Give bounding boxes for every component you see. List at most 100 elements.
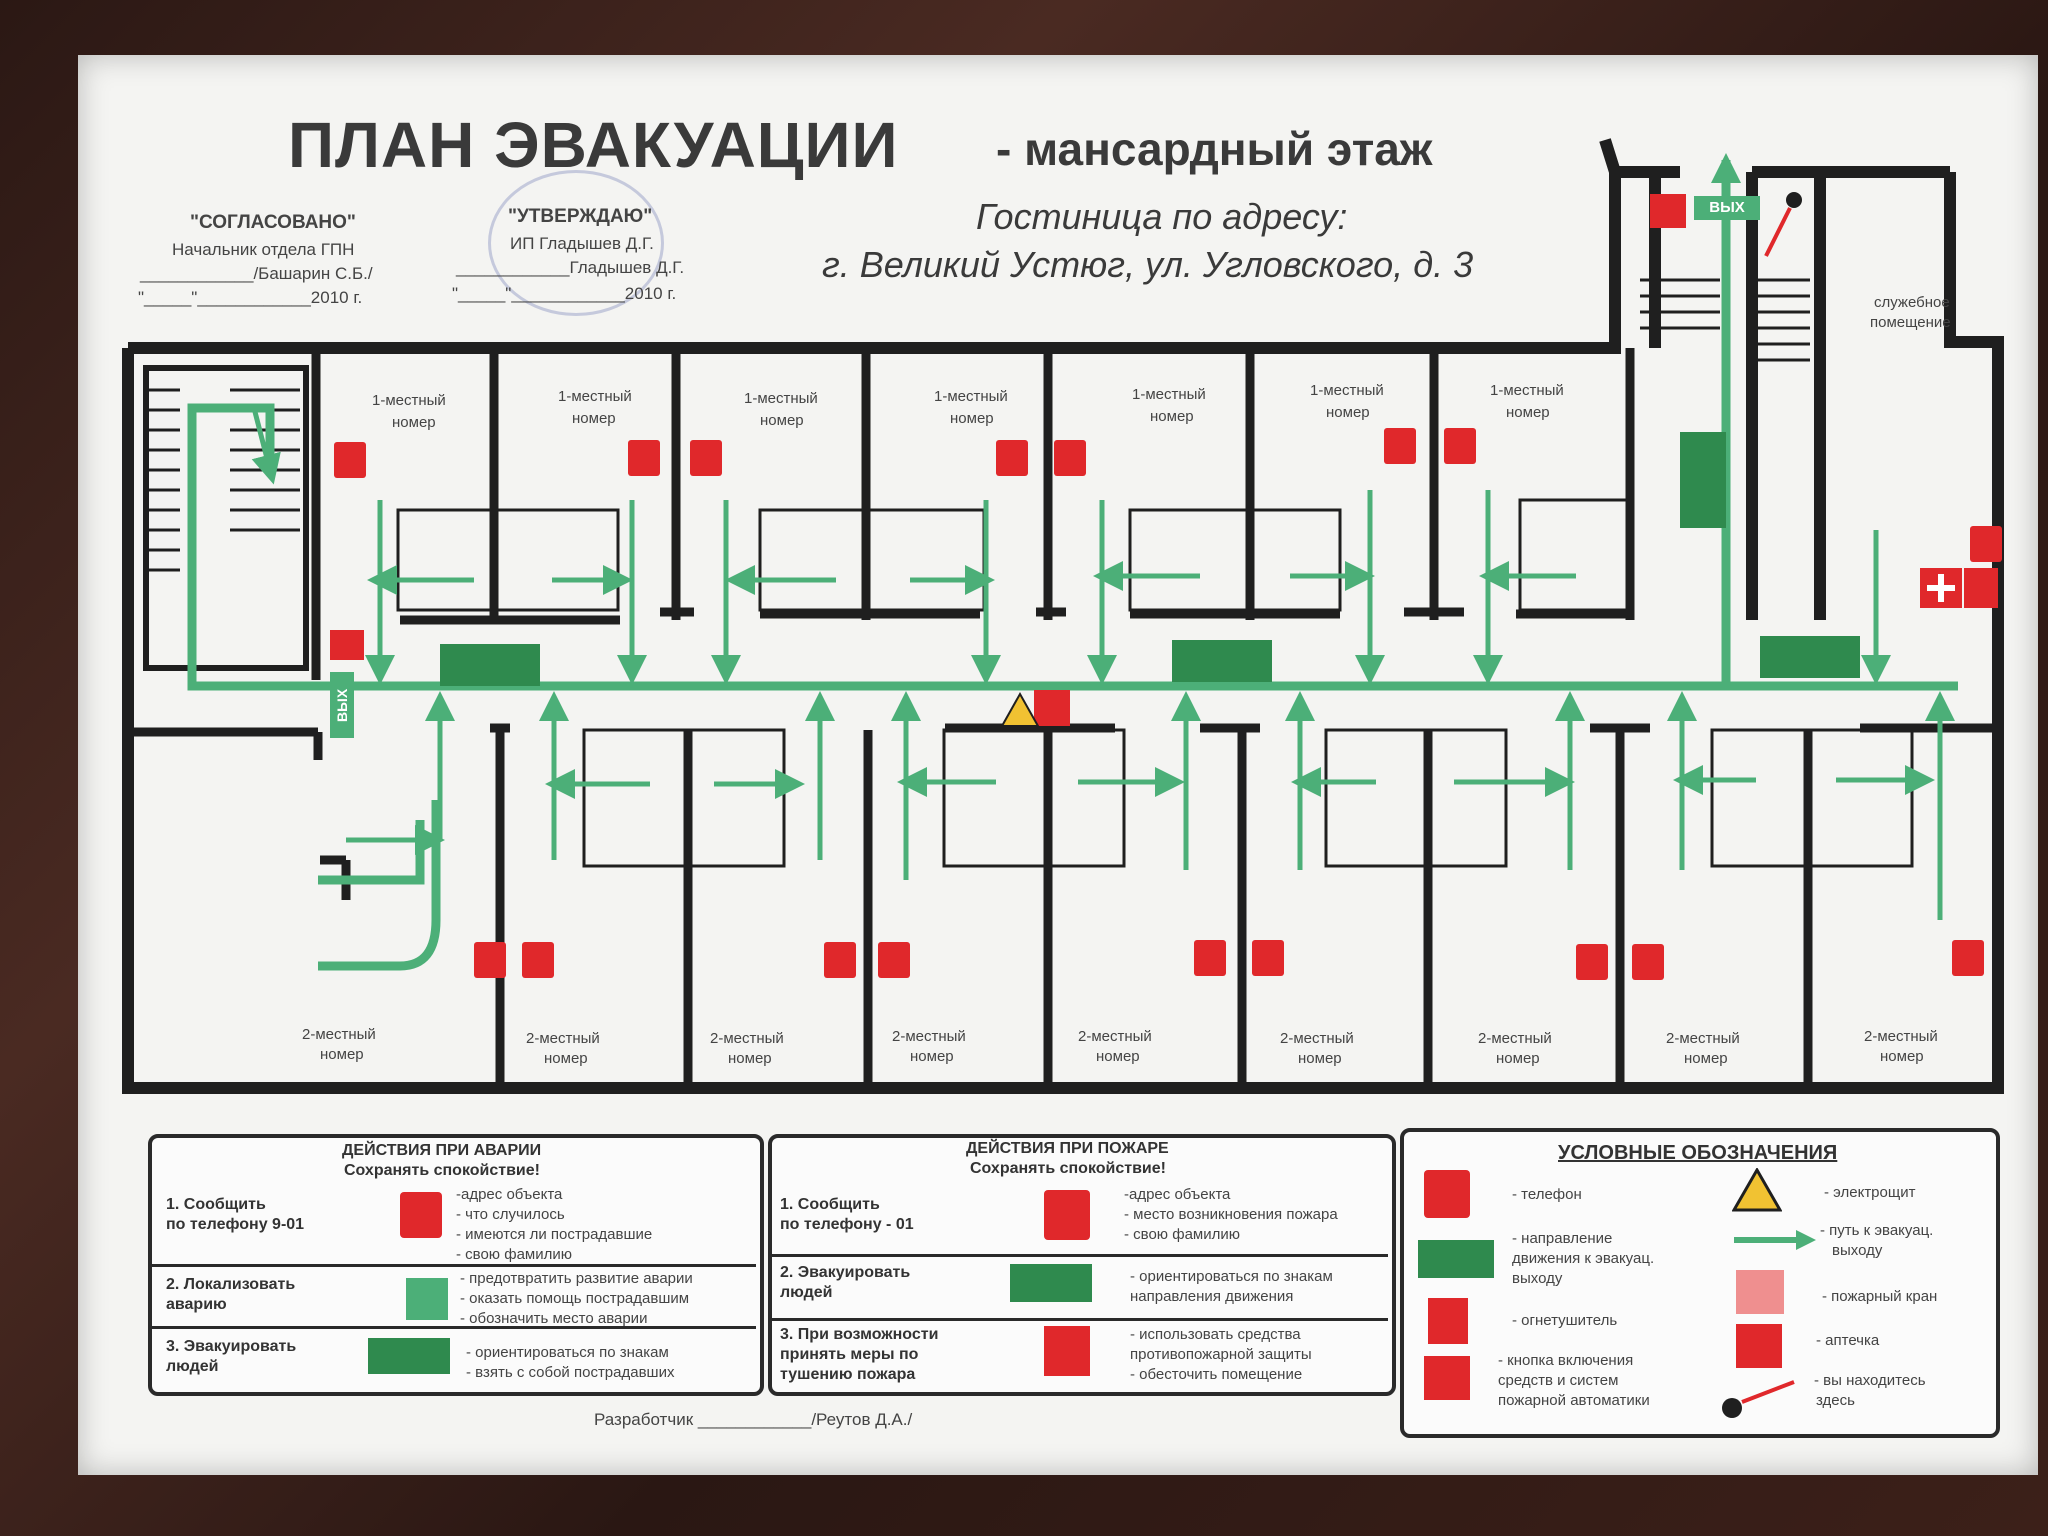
accident-step2-note3: - обозначить место аварии [460, 1310, 648, 1327]
fire-step2-b: людей [780, 1284, 833, 1301]
bottom-room-4-sub: номер [910, 1048, 954, 1065]
bottom-room-7-sub: номер [1496, 1050, 1540, 1067]
top-room-4-label: 1-местный [934, 388, 1008, 405]
approval-left-line2: ____________/Башарин С.Б./ [140, 264, 373, 283]
legend-extinguisher: - огнетушитель [1512, 1312, 1618, 1329]
route-arrows [251, 153, 1955, 920]
top-room-5-label: 1-местный [1132, 386, 1206, 403]
top-room-1-sub: номер [392, 414, 436, 431]
hotel-address: г. Великий Устюг, ул. Угловского, д. 3 [822, 244, 1474, 285]
top-room-3-label: 1-местный [744, 390, 818, 407]
accident-step1-note4: - свою фамилию [456, 1246, 572, 1263]
bottom-room-8-label: 2-местный [1666, 1030, 1740, 1047]
phone-icon [334, 428, 2002, 980]
fire-step3-b: принять меры по [780, 1346, 919, 1363]
top-room-6-label: 1-местный [1310, 382, 1384, 399]
accident-step3-b: людей [166, 1358, 219, 1375]
fire-step3-c: тушению пожара [780, 1366, 916, 1383]
approval-right-heading: "УТВЕРЖДАЮ" [508, 206, 653, 227]
bottom-room-walls [128, 723, 1998, 1088]
legend-heading: УСЛОВНЫЕ ОБОЗНАЧЕНИЯ [1558, 1142, 1838, 1164]
bottom-room-1-label: 2-местный [302, 1026, 376, 1043]
hotel-label: Гостиница по адресу: [976, 196, 1348, 237]
fire-step2-note2: направления движения [1130, 1288, 1294, 1305]
fire-step2-note1: - ориентироваться по знакам [1130, 1268, 1333, 1285]
top-room-6-sub: номер [1326, 404, 1370, 421]
legend-button-3: пожарной автоматики [1498, 1392, 1650, 1409]
accident-step3-a: 3. Эвакуировать [166, 1338, 297, 1355]
accident-divider-2 [152, 1326, 756, 1329]
accident-heading: ДЕЙСТВИЯ ПРИ АВАРИИ [342, 1142, 542, 1159]
path-arrow-icon [1734, 1230, 1816, 1250]
accident-step2-note1: - предотвратить развитие аварии [460, 1270, 693, 1287]
extinguisher-icon [1428, 1298, 1468, 1344]
first-aid-icon [406, 1278, 448, 1320]
bottom-room-9-label: 2-местный [1864, 1028, 1938, 1045]
approval-left-heading: "СОГЛАСОВАНО" [190, 212, 356, 233]
bottom-room-2-label: 2-местный [526, 1030, 600, 1047]
fire-step3-note2: противопожарной защиты [1130, 1346, 1312, 1363]
accident-divider-1 [152, 1264, 756, 1267]
you-are-here-icon [1722, 1380, 1795, 1418]
bottom-room-7-label: 2-местный [1478, 1030, 1552, 1047]
fire-subheading: Сохранять спокойствие! [970, 1160, 1166, 1177]
bottom-room-2-sub: номер [544, 1050, 588, 1067]
exit-direction-icon [440, 432, 1860, 686]
fire-step3-note1: - использовать средства [1130, 1326, 1301, 1343]
accident-step1-note2: - что случилось [456, 1206, 565, 1223]
service-room-label-2: помещение [1870, 314, 1951, 331]
fire-step3-note3: - обесточить помещение [1130, 1366, 1303, 1383]
approval-left-line1: Начальник отдела ГПН [172, 240, 355, 259]
fire-heading: ДЕЙСТВИЯ ПРИ ПОЖАРЕ [966, 1140, 1169, 1157]
bottom-room-3-sub: номер [728, 1050, 772, 1067]
legend-exit-3: выходу [1512, 1270, 1563, 1287]
bottom-room-6-sub: номер [1298, 1050, 1342, 1067]
top-room-7-sub: номер [1506, 404, 1550, 421]
legend-electric: - электрощит [1824, 1184, 1916, 1201]
bottom-room-5-sub: номер [1096, 1048, 1140, 1065]
legend-here-1: - вы находитесь [1814, 1372, 1926, 1389]
extinguisher-icon [1044, 1326, 1090, 1376]
bottom-room-5-label: 2-местный [1078, 1028, 1152, 1045]
exit-direction-icon [368, 1338, 450, 1374]
fire-step1-note2: - место возникновения пожара [1124, 1206, 1338, 1223]
top-room-5-sub: номер [1150, 408, 1194, 425]
phone-icon [400, 1192, 442, 1238]
bottom-room-9-sub: номер [1880, 1048, 1924, 1065]
top-room-3-sub: номер [760, 412, 804, 429]
top-room-4-sub: номер [950, 410, 994, 427]
accident-subheading: Сохранять спокойствие! [344, 1162, 540, 1179]
legend-panel [1400, 1128, 2000, 1438]
fire-button-icon [1424, 1356, 1470, 1400]
top-room-2-sub: номер [572, 410, 616, 427]
electric-panel-icon [1000, 691, 1040, 727]
hydrant-icon [1736, 1270, 1784, 1314]
legend-path-2: выходу [1832, 1242, 1883, 1259]
service-room-label-1: служебное [1874, 294, 1950, 311]
accident-step1-b: по телефону 9-01 [166, 1216, 305, 1233]
legend-phone: - телефон [1512, 1186, 1582, 1203]
legend-exit-1: - направление [1512, 1230, 1613, 1247]
fire-step1-note1: -адрес объекта [1124, 1186, 1231, 1203]
stamp-seal [488, 170, 664, 316]
page-title: ПЛАН ЭВАКУАЦИИ [288, 109, 899, 181]
fire-step2-a: 2. Эвакуировать [780, 1264, 911, 1281]
exit-sign-top: ВЫХ [1694, 196, 1760, 220]
fire-divider-1 [772, 1254, 1388, 1257]
exit-direction-icon [1418, 1240, 1494, 1278]
accident-step2-a: 2. Локализовать [166, 1276, 296, 1293]
first-aid-icon [1736, 1324, 1782, 1368]
bottom-room-6-label: 2-местный [1280, 1030, 1354, 1047]
electric-panel-icon [1732, 1168, 1782, 1212]
first-aid-icon [1920, 568, 1962, 608]
developer-line: Разработчик ____________/Реутов Д.А./ [594, 1410, 913, 1429]
page-subtitle: - мансардный этаж [996, 123, 1433, 175]
fire-step1-b: по телефону - 01 [780, 1216, 914, 1233]
legend-path-1: - путь к эвакуац. [1820, 1222, 1934, 1239]
legend-hydrant: - пожарный кран [1822, 1288, 1938, 1305]
approval-left-line3: "_____"____________2010 г. [138, 288, 363, 307]
accident-step2-b: аварию [166, 1296, 227, 1313]
top-room-2-label: 1-местный [558, 388, 632, 405]
